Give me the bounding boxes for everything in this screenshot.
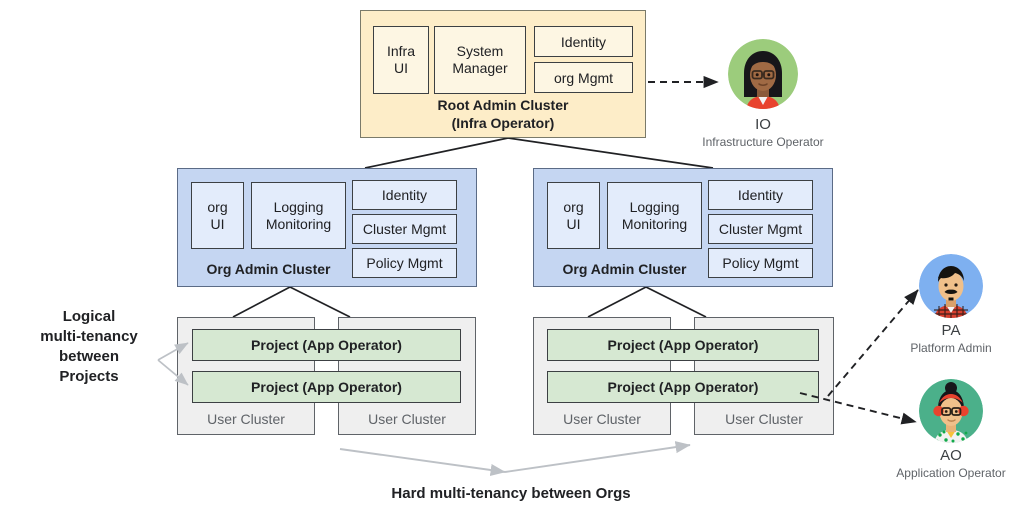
logical-label-line3: between (58, 348, 119, 365)
root-identity-label: Identity (560, 33, 607, 50)
org-left-title: Org Admin Cluster (206, 260, 331, 277)
org-ui-label-line1: org (207, 198, 228, 215)
org-ui-label-line2: UI (210, 215, 225, 232)
project-left-bottom-label: Project (App Operator) (251, 379, 402, 395)
org-right-component-logging-monitoring[interactable]: Logging Monitoring (607, 182, 702, 249)
system-manager-label-line1: System (456, 43, 504, 60)
org-right-identity-label: Identity (737, 187, 784, 203)
org-left-policy-mgmt-label: Policy Mgmt (366, 255, 443, 271)
persona-ao-initials: AO (940, 447, 962, 464)
org-right-policy-mgmt-label: Policy Mgmt (722, 255, 799, 271)
persona-pa-initials: PA (941, 322, 961, 339)
org-ui-label-line2: UI (566, 215, 581, 232)
org-right-component-cluster-mgmt[interactable]: Cluster Mgmt (708, 214, 813, 244)
hard-multitenancy-arrow (339, 441, 691, 477)
org-right-component-policy-mgmt[interactable]: Policy Mgmt (708, 248, 813, 278)
root-component-org-mgmt[interactable]: org Mgmt (534, 62, 633, 93)
root-component-infra-ui[interactable]: Infra UI (373, 26, 429, 94)
project-right-top-label: Project (App Operator) (607, 337, 759, 353)
org-left-cluster-mgmt-label: Cluster Mgmt (362, 221, 447, 237)
infra-ui-label-line1: Infra (386, 43, 415, 60)
user-cluster-3-label: User Cluster (563, 410, 641, 427)
persona-io-role: Infrastructure Operator (702, 134, 824, 149)
infra-ui-label-line2: UI (393, 60, 408, 76)
org-right-component-org-ui[interactable]: org UI (547, 182, 600, 249)
project-left-top[interactable]: Project (App Operator) (192, 329, 461, 361)
org-ui-label-line1: org (563, 198, 584, 215)
persona-io-avatar[interactable] (728, 39, 798, 109)
system-manager-label-line2: Manager (452, 60, 508, 76)
project-left-bottom[interactable]: Project (App Operator) (192, 371, 461, 403)
org-left-component-logging-monitoring[interactable]: Logging Monitoring (251, 182, 346, 249)
org-left-component-cluster-mgmt[interactable]: Cluster Mgmt (352, 214, 457, 244)
user-cluster-2-label: User Cluster (368, 410, 446, 427)
logging-label-line1: Logging (273, 198, 324, 215)
logging-label-line1: Logging (629, 198, 680, 215)
root-component-identity[interactable]: Identity (534, 26, 633, 57)
project-right-bottom-label: Project (App Operator) (607, 379, 759, 395)
logical-label-line2: multi-tenancy (40, 327, 138, 345)
root-cluster-title-line2: (Infra Operator) (451, 115, 555, 131)
org-left-component-identity[interactable]: Identity (352, 180, 457, 210)
persona-pa-role: Platform Admin (910, 340, 992, 355)
root-org-mgmt-label: org Mgmt (553, 69, 614, 86)
root-component-system-manager[interactable]: System Manager (434, 26, 526, 94)
project-left-top-label: Project (App Operator) (251, 337, 402, 353)
persona-ao-role: Application Operator (896, 465, 1006, 480)
org-right-title: Org Admin Cluster (562, 260, 687, 277)
logging-label-line2: Monitoring (621, 215, 688, 232)
project-right-top[interactable]: Project (App Operator) (547, 329, 819, 361)
logging-label-line2: Monitoring (265, 215, 332, 232)
logical-label-line4: Projects (59, 368, 119, 386)
persona-pa-avatar[interactable] (919, 254, 983, 318)
persona-ao-avatar[interactable] (919, 379, 983, 443)
user-cluster-4-label: User Cluster (725, 410, 803, 427)
org-left-component-policy-mgmt[interactable]: Policy Mgmt (352, 248, 457, 278)
org-left-component-org-ui[interactable]: org UI (191, 182, 244, 249)
hard-label-text: Hard multi-tenancy between Orgs (391, 485, 631, 503)
persona-io-initials: IO (755, 116, 771, 133)
user-cluster-1-label: User Cluster (207, 410, 285, 427)
root-cluster-title-line1: Root Admin Cluster (437, 96, 569, 113)
org-right-cluster-mgmt-label: Cluster Mgmt (718, 221, 803, 237)
project-right-bottom[interactable]: Project (App Operator) (547, 371, 819, 403)
logical-label-line1: Logical (62, 307, 116, 325)
org-left-identity-label: Identity (381, 187, 428, 203)
org-right-component-identity[interactable]: Identity (708, 180, 813, 210)
